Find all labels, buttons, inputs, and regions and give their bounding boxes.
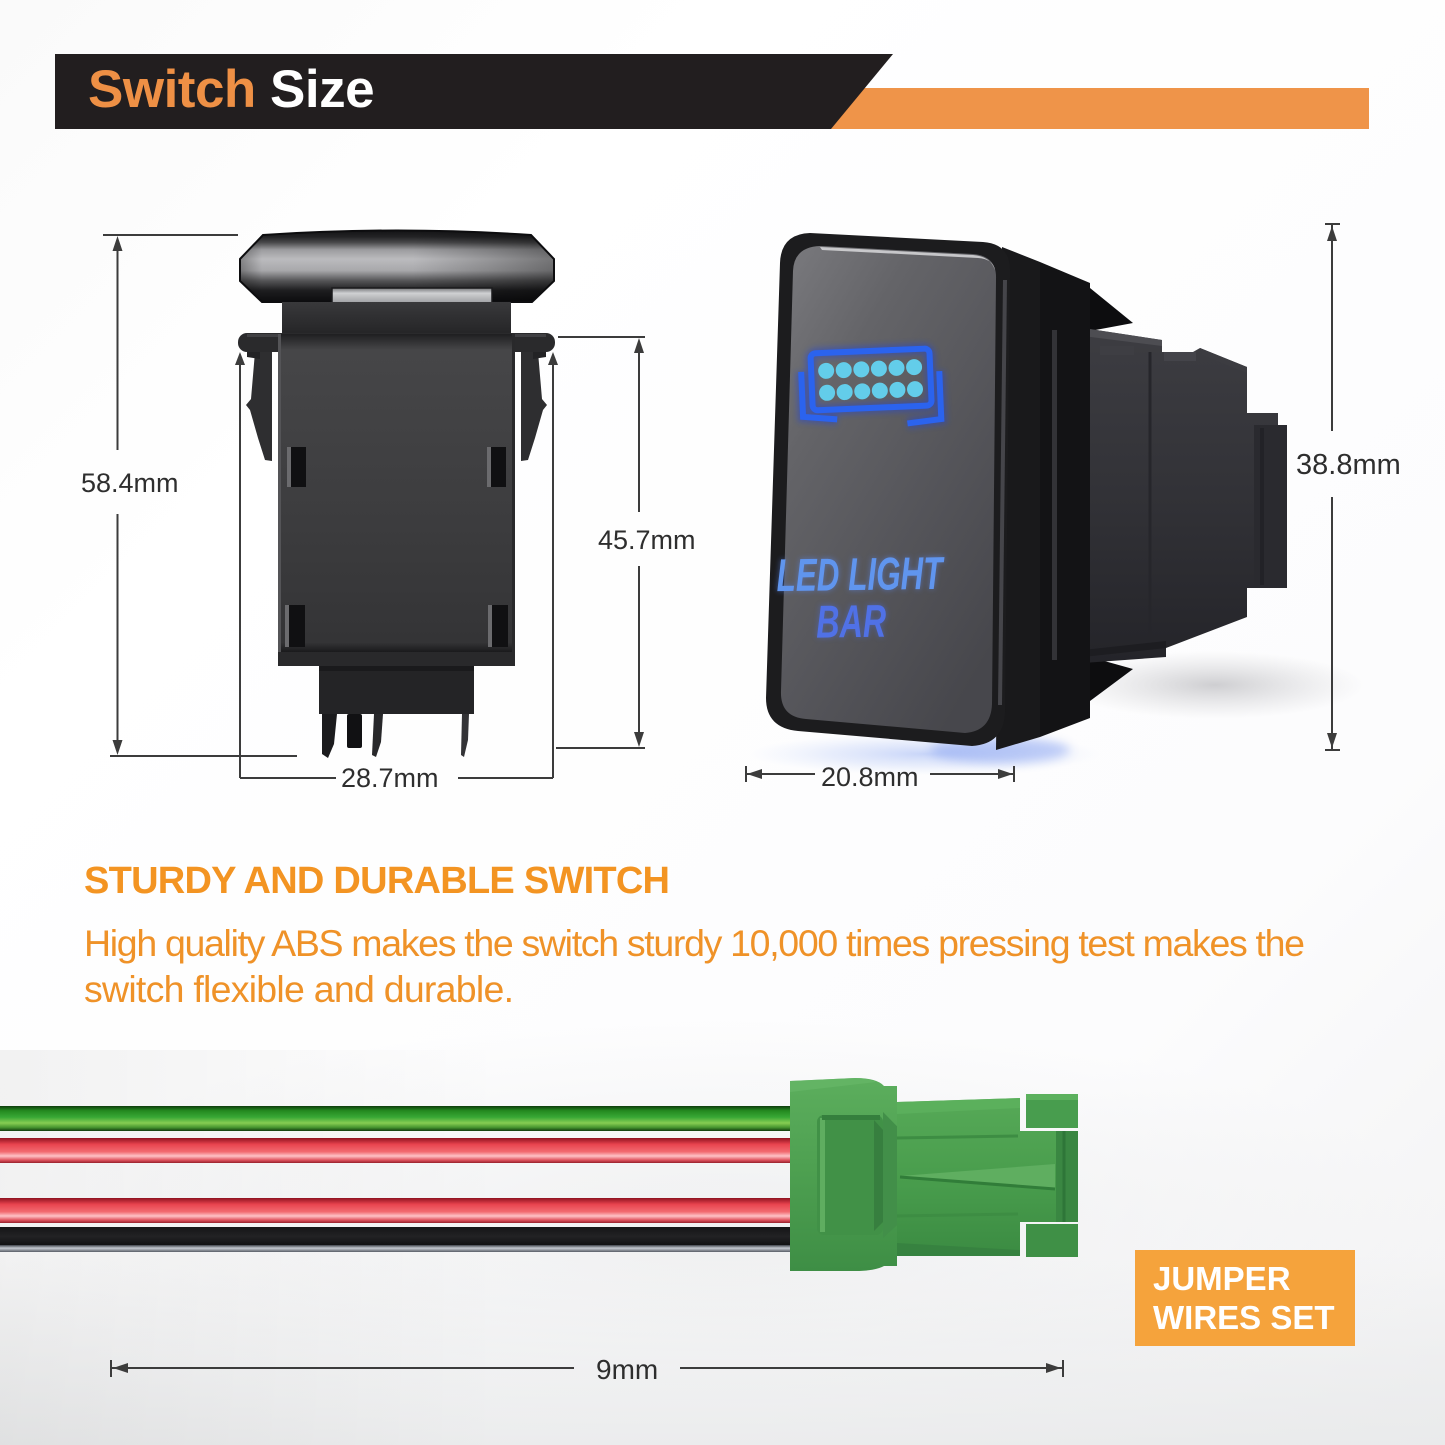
svg-text:switch flexible and durable.: switch flexible and durable.	[84, 968, 514, 1010]
svg-text:WIRES SET: WIRES SET	[1153, 1299, 1335, 1336]
svg-text:LED LIGHT: LED LIGHT	[776, 547, 945, 601]
svg-text:JUMPER: JUMPER	[1153, 1260, 1291, 1297]
svg-text:LED LIGHT: LED LIGHT	[776, 547, 945, 601]
svg-text:38.8mm: 38.8mm	[1296, 449, 1401, 481]
svg-text:High quality ABS makes the swi: High quality ABS makes the switch sturdy…	[84, 922, 1305, 964]
svg-text:9mm: 9mm	[596, 1354, 658, 1385]
svg-text:BAR: BAR	[816, 595, 887, 648]
svg-text:BAR: BAR	[816, 595, 887, 648]
svg-text:45.7mm: 45.7mm	[598, 525, 696, 555]
svg-text:28.7mm: 28.7mm	[341, 763, 439, 793]
svg-text:Switch Size: Switch Size	[88, 60, 374, 119]
svg-text:STURDY AND DURABLE SWITCH: STURDY AND DURABLE SWITCH	[84, 860, 670, 902]
svg-text:20.8mm: 20.8mm	[821, 762, 919, 792]
svg-text:58.4mm: 58.4mm	[81, 468, 179, 498]
